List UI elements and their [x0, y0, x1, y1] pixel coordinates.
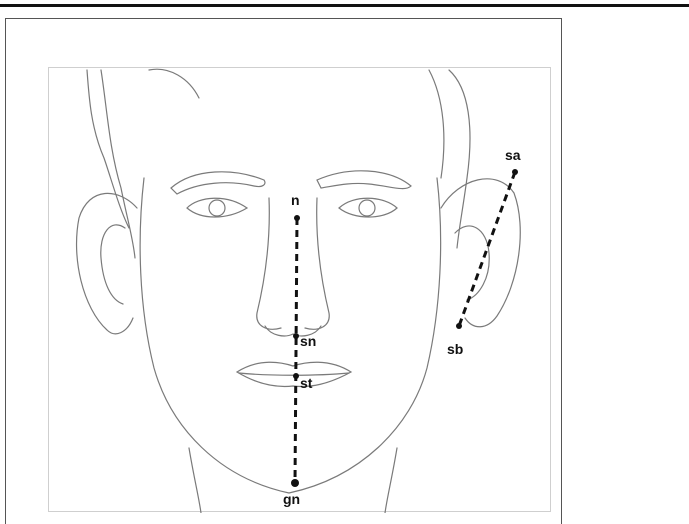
landmark-label-sa: sa	[505, 147, 521, 163]
face-drawing: n sn st gn sa sb	[49, 68, 552, 513]
landmark-label-gn: gn	[283, 491, 300, 507]
top-rule	[0, 4, 689, 7]
landmark-label-sb: sb	[447, 341, 463, 357]
landmark-point-sn	[293, 333, 299, 339]
landmark-point-n	[294, 215, 300, 221]
landmark-label-sn: sn	[300, 333, 316, 349]
landmark-point-sb	[456, 323, 462, 329]
figure-frame: n sn st gn sa sb	[5, 18, 562, 524]
face-outline	[77, 69, 521, 513]
facial-height-line	[295, 218, 297, 483]
landmark-label-st: st	[300, 375, 313, 391]
landmark-label-n: n	[291, 192, 300, 208]
landmark-point-st	[293, 373, 299, 379]
landmark-point-sa	[512, 169, 518, 175]
landmark-point-gn	[291, 479, 299, 487]
ear-length-line	[459, 172, 515, 326]
face-sketch: n sn st gn sa sb	[48, 67, 551, 512]
